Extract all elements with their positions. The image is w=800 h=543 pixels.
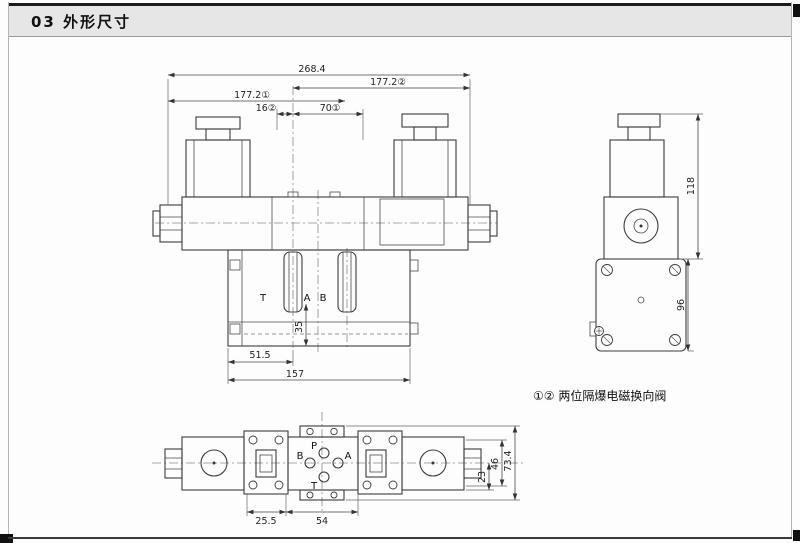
- dim-base-total: 157: [286, 369, 304, 380]
- valve-type-note: ①② 两位隔爆电磁换向阀: [533, 388, 666, 403]
- dim-side-upper-height: 118: [686, 177, 697, 195]
- bottom-port-b: B: [297, 451, 304, 462]
- edge-mark-top-right: [793, 4, 800, 17]
- dimension-drawing: T A B 268.4 177.2② 177.2① 16② 70① 35: [152, 64, 703, 527]
- dim-bottom-body-height: 46: [490, 458, 501, 470]
- front-port-b: B: [320, 293, 327, 304]
- dim-base-left: 51.5: [249, 350, 270, 361]
- section-title: 03 外形尺寸: [31, 12, 132, 31]
- bottom-view: P A B T 25.5 54: [152, 412, 525, 527]
- dim-offset-v2: 16②: [256, 103, 277, 114]
- side-view: 118 96 ①② 两位隔爆电磁换向阀: [533, 113, 703, 403]
- dim-bottom-offset-left: 25.5: [255, 516, 276, 527]
- dim-overall-width: 268.4: [298, 64, 325, 75]
- edge-mark-bottom-right: [793, 530, 800, 541]
- dim-bottom-offset-center: 54: [316, 516, 328, 527]
- dim-bottom-half-height: 23: [477, 471, 488, 483]
- bottom-port-p: P: [311, 441, 317, 452]
- dim-offset-v1: 70①: [320, 103, 341, 114]
- front-view: T A B 268.4 177.2② 177.2① 16② 70① 35: [152, 64, 498, 384]
- bottom-port-t: T: [310, 481, 318, 492]
- dim-bottom-overall-height: 73.4: [503, 450, 514, 471]
- front-port-t: T: [259, 293, 267, 304]
- dim-width-v2: 177.2②: [370, 77, 406, 88]
- bottom-rule: [8, 537, 792, 539]
- front-port-a: A: [304, 293, 311, 304]
- top-rule: [8, 3, 792, 6]
- edge-mark-bottom-left: [0, 534, 13, 543]
- section-header: 03 外形尺寸: [9, 6, 791, 37]
- dim-slot-height: 35: [294, 321, 305, 333]
- dim-width-v1: 177.2①: [234, 90, 270, 101]
- bottom-port-a: A: [345, 451, 352, 462]
- dim-side-lower-height: 96: [676, 299, 687, 311]
